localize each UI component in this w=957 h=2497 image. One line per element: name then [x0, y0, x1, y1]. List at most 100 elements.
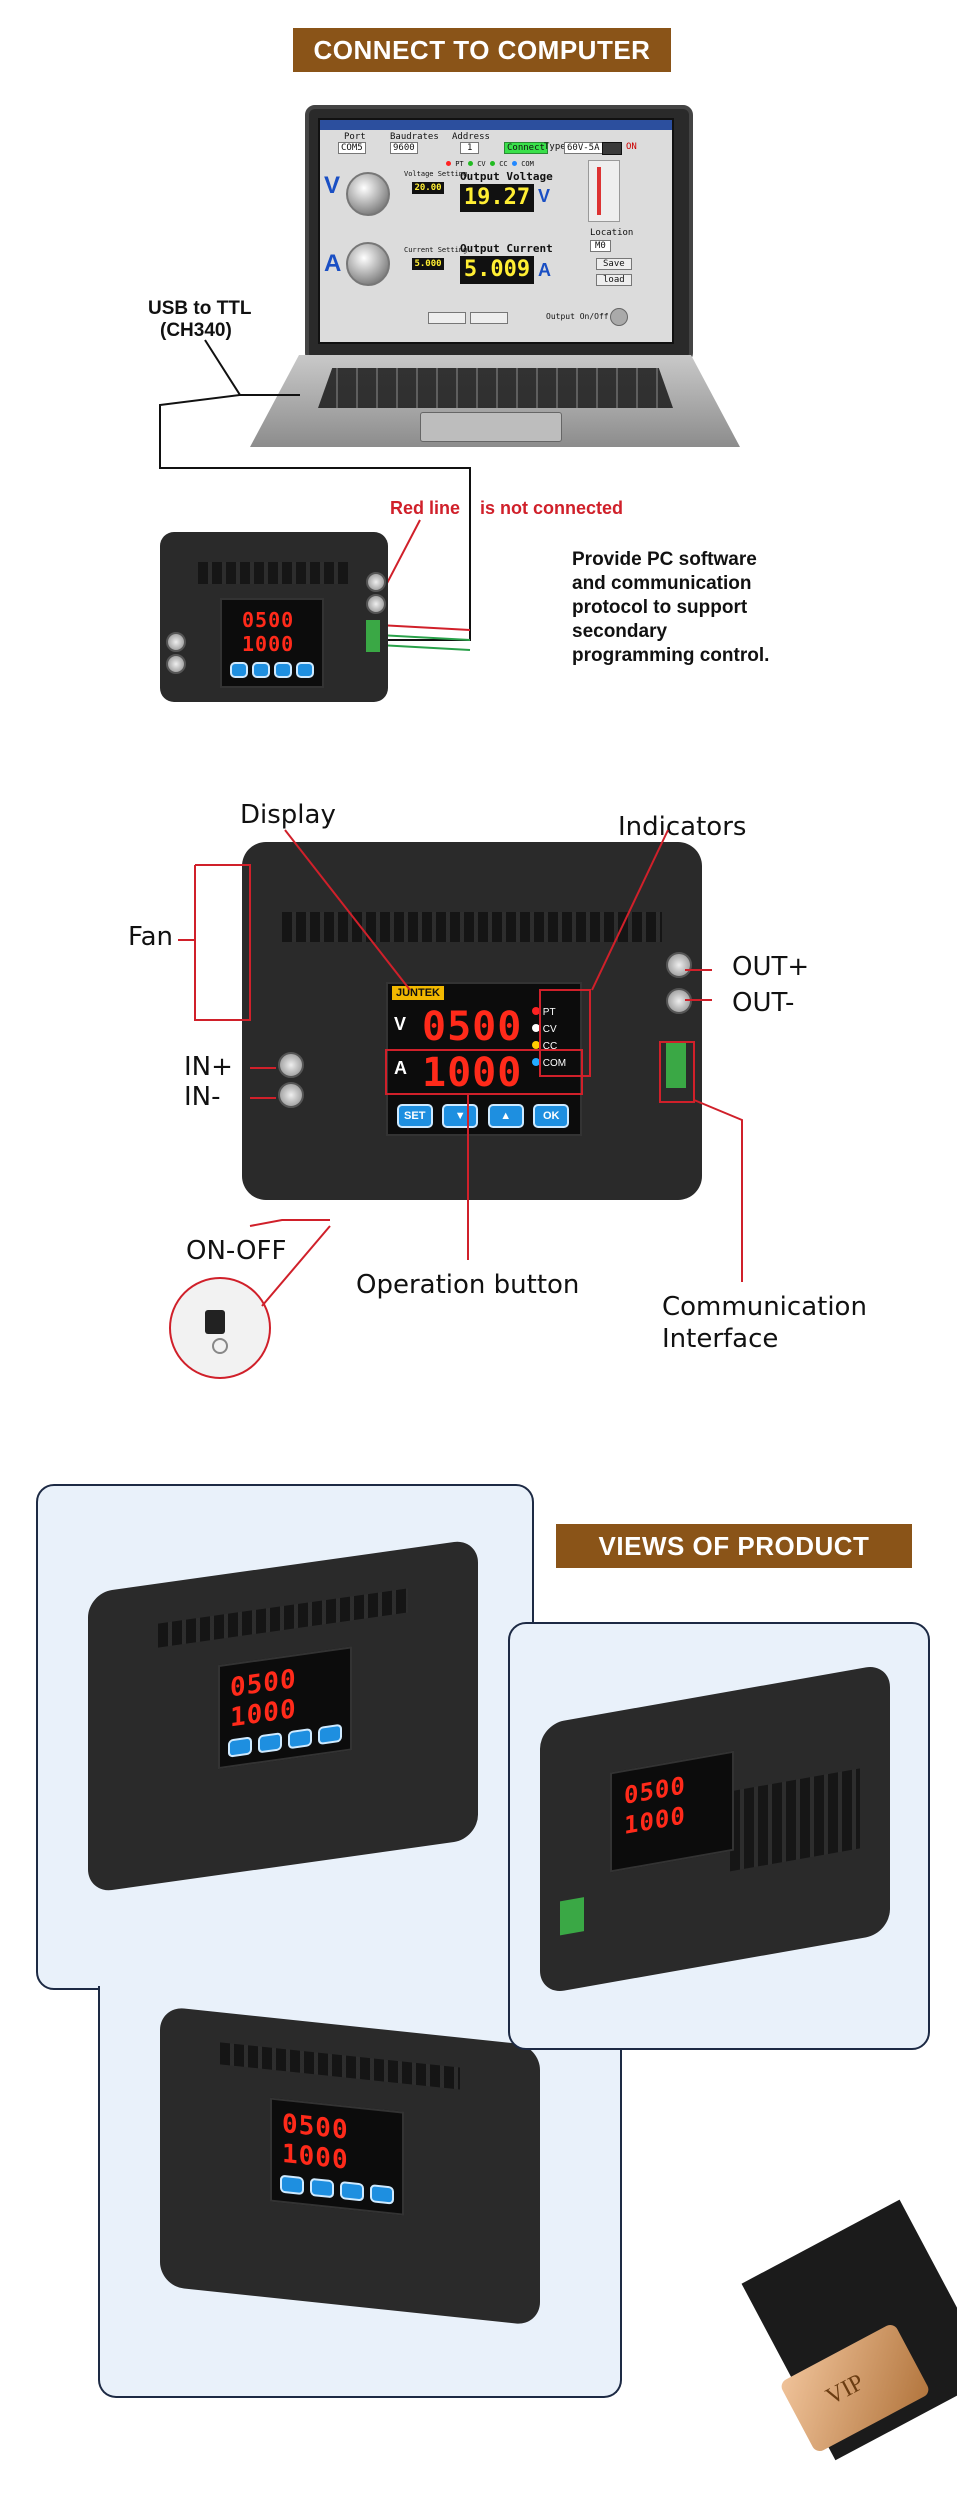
output-current-unit: A — [538, 260, 551, 280]
voltage-setting-label: Voltage Setting — [404, 170, 468, 178]
pc-text-line-1: Provide PC software — [572, 549, 757, 570]
power-symbol-icon — [212, 1338, 228, 1354]
voltage-setting-value[interactable]: 20.00 — [412, 182, 444, 194]
v-label: V — [394, 1014, 407, 1034]
up-button[interactable]: ▲ — [487, 1104, 524, 1128]
connect-button[interactable]: Connect — [504, 142, 548, 154]
current-setting-label: Current Setting — [404, 246, 468, 254]
view-2-comm-port — [560, 1897, 584, 1936]
small-btn-1[interactable] — [230, 662, 248, 678]
port-label: Port — [344, 132, 366, 142]
save-button[interactable]: Save — [596, 258, 632, 270]
small-out-screw-2 — [366, 594, 386, 614]
baud-select[interactable]: 9600 — [390, 142, 418, 154]
output-voltage-unit: V — [538, 186, 551, 206]
pc-software-text: Provide PC software and communication pr… — [572, 548, 769, 668]
small-device-screen: 0500 1000 — [220, 598, 324, 688]
pc-text-line-2: and communication — [572, 573, 752, 594]
software-titlebar — [320, 120, 672, 130]
led-cv: CV — [532, 1021, 566, 1038]
baud-label: Baudrates — [390, 132, 439, 142]
view-3-device: 0500 1000 — [160, 2006, 540, 2326]
small-device: 0500 1000 — [160, 532, 388, 702]
indicators-callout: Indicators — [618, 812, 747, 842]
led-cc: CC — [532, 1038, 566, 1055]
view-3-btn-1 — [280, 2174, 304, 2196]
operation-buttons: SET ▼ ▲ OK — [392, 1104, 574, 1128]
voltage-knob[interactable] — [346, 172, 390, 216]
current-setting-value[interactable]: 5.000 — [412, 258, 444, 270]
on-label[interactable]: ON — [626, 142, 637, 152]
on-off-callout: ON-OFF — [186, 1236, 287, 1266]
current-knob[interactable] — [346, 242, 390, 286]
view-3-btn-2 — [310, 2177, 334, 2199]
comm-terminal — [666, 1042, 686, 1088]
view-1-device: 0500 1000 — [88, 1538, 478, 1894]
ok-button[interactable]: OK — [533, 1104, 570, 1128]
location-select[interactable]: M0 — [590, 240, 611, 252]
red-line-note-2: is not connected — [480, 498, 624, 518]
type-select[interactable]: 60V-5A — [564, 142, 603, 154]
output-current-value: 5.009 — [460, 256, 534, 284]
top-vents — [282, 912, 662, 942]
small-out-screw-1 — [366, 572, 386, 592]
power-icon[interactable] — [602, 142, 622, 155]
load-button[interactable]: load — [596, 274, 632, 286]
view-3-btn-4 — [370, 2184, 394, 2205]
output-voltage-label: Output Voltage — [460, 170, 553, 183]
device-indicators: PT CV CC COM — [532, 1004, 566, 1072]
set-button[interactable]: SET — [396, 1104, 433, 1128]
small-btn-4[interactable] — [296, 662, 314, 678]
view-2-device: 0500 1000 — [540, 1663, 890, 1995]
connect-banner: CONNECT TO COMPUTER — [293, 28, 671, 72]
led-com: COM — [532, 1055, 566, 1072]
in-plus-screw — [278, 1052, 304, 1078]
pc-text-line-5: programming control. — [572, 645, 770, 666]
address-label: Address — [452, 132, 490, 142]
small-btn-2[interactable] — [252, 662, 270, 678]
v-readout: 0500 — [422, 1004, 523, 1050]
small-a-readout: 1000 — [242, 632, 295, 656]
on-off-switch-icon[interactable] — [205, 1310, 225, 1334]
view-1-btn-4 — [318, 1723, 342, 1746]
temperature-gauge — [588, 160, 620, 222]
output-toggle[interactable] — [610, 308, 628, 326]
indicator-com: COM — [512, 160, 534, 168]
fan-callout: Fan — [128, 922, 173, 952]
pc-text-line-3: protocol to support — [572, 597, 748, 618]
communication-callout-2: Interface — [662, 1324, 779, 1354]
in-minus-screw — [278, 1082, 304, 1108]
a-readout: 1000 — [422, 1050, 523, 1096]
in-plus-callout: IN+ — [184, 1052, 233, 1082]
out-plus-callout: OUT+ — [732, 952, 810, 982]
indicator-pt: PT — [446, 160, 464, 168]
view-1-btn-2 — [258, 1732, 282, 1754]
type-label: Type — [544, 142, 566, 152]
preset-button-2[interactable] — [470, 312, 508, 324]
view-card-2: 0500 1000 — [508, 1622, 930, 2050]
device-screen: JUNTEK V 0500 A 1000 PT CV CC COM SET ▼ … — [386, 982, 582, 1136]
address-input[interactable]: 1 — [460, 142, 480, 154]
view-card-1: 0500 1000 — [36, 1484, 534, 1990]
usb-cable — [159, 339, 471, 651]
port-select[interactable]: COM5 — [338, 142, 366, 154]
red-line-note-1: Red line — [390, 498, 461, 518]
preset-button-1[interactable] — [428, 312, 466, 324]
in-minus-callout: IN- — [184, 1082, 221, 1112]
display-callout: Display — [240, 800, 336, 830]
laptop-keyboard — [318, 368, 673, 408]
down-button[interactable]: ▼ — [442, 1104, 479, 1128]
output-onoff-label: Output On/Off — [546, 312, 609, 321]
small-comm-port — [366, 620, 380, 652]
view-3-a-readout: 1000 — [282, 2138, 349, 2176]
small-in-screw-2 — [166, 654, 186, 674]
a-label: A — [394, 1058, 407, 1078]
brand-logo: JUNTEK — [392, 986, 445, 1000]
views-banner: VIEWS OF PRODUCT — [556, 1524, 912, 1568]
out-plus-screw — [666, 952, 692, 978]
output-voltage-value: 19.27 — [460, 184, 534, 212]
voltage-v-letter: V — [324, 172, 341, 199]
small-btn-3[interactable] — [274, 662, 292, 678]
laptop-touchpad — [420, 412, 562, 442]
laptop-screen: Port COM5 Baudrates 9600 Address 1 Conne… — [318, 118, 674, 344]
